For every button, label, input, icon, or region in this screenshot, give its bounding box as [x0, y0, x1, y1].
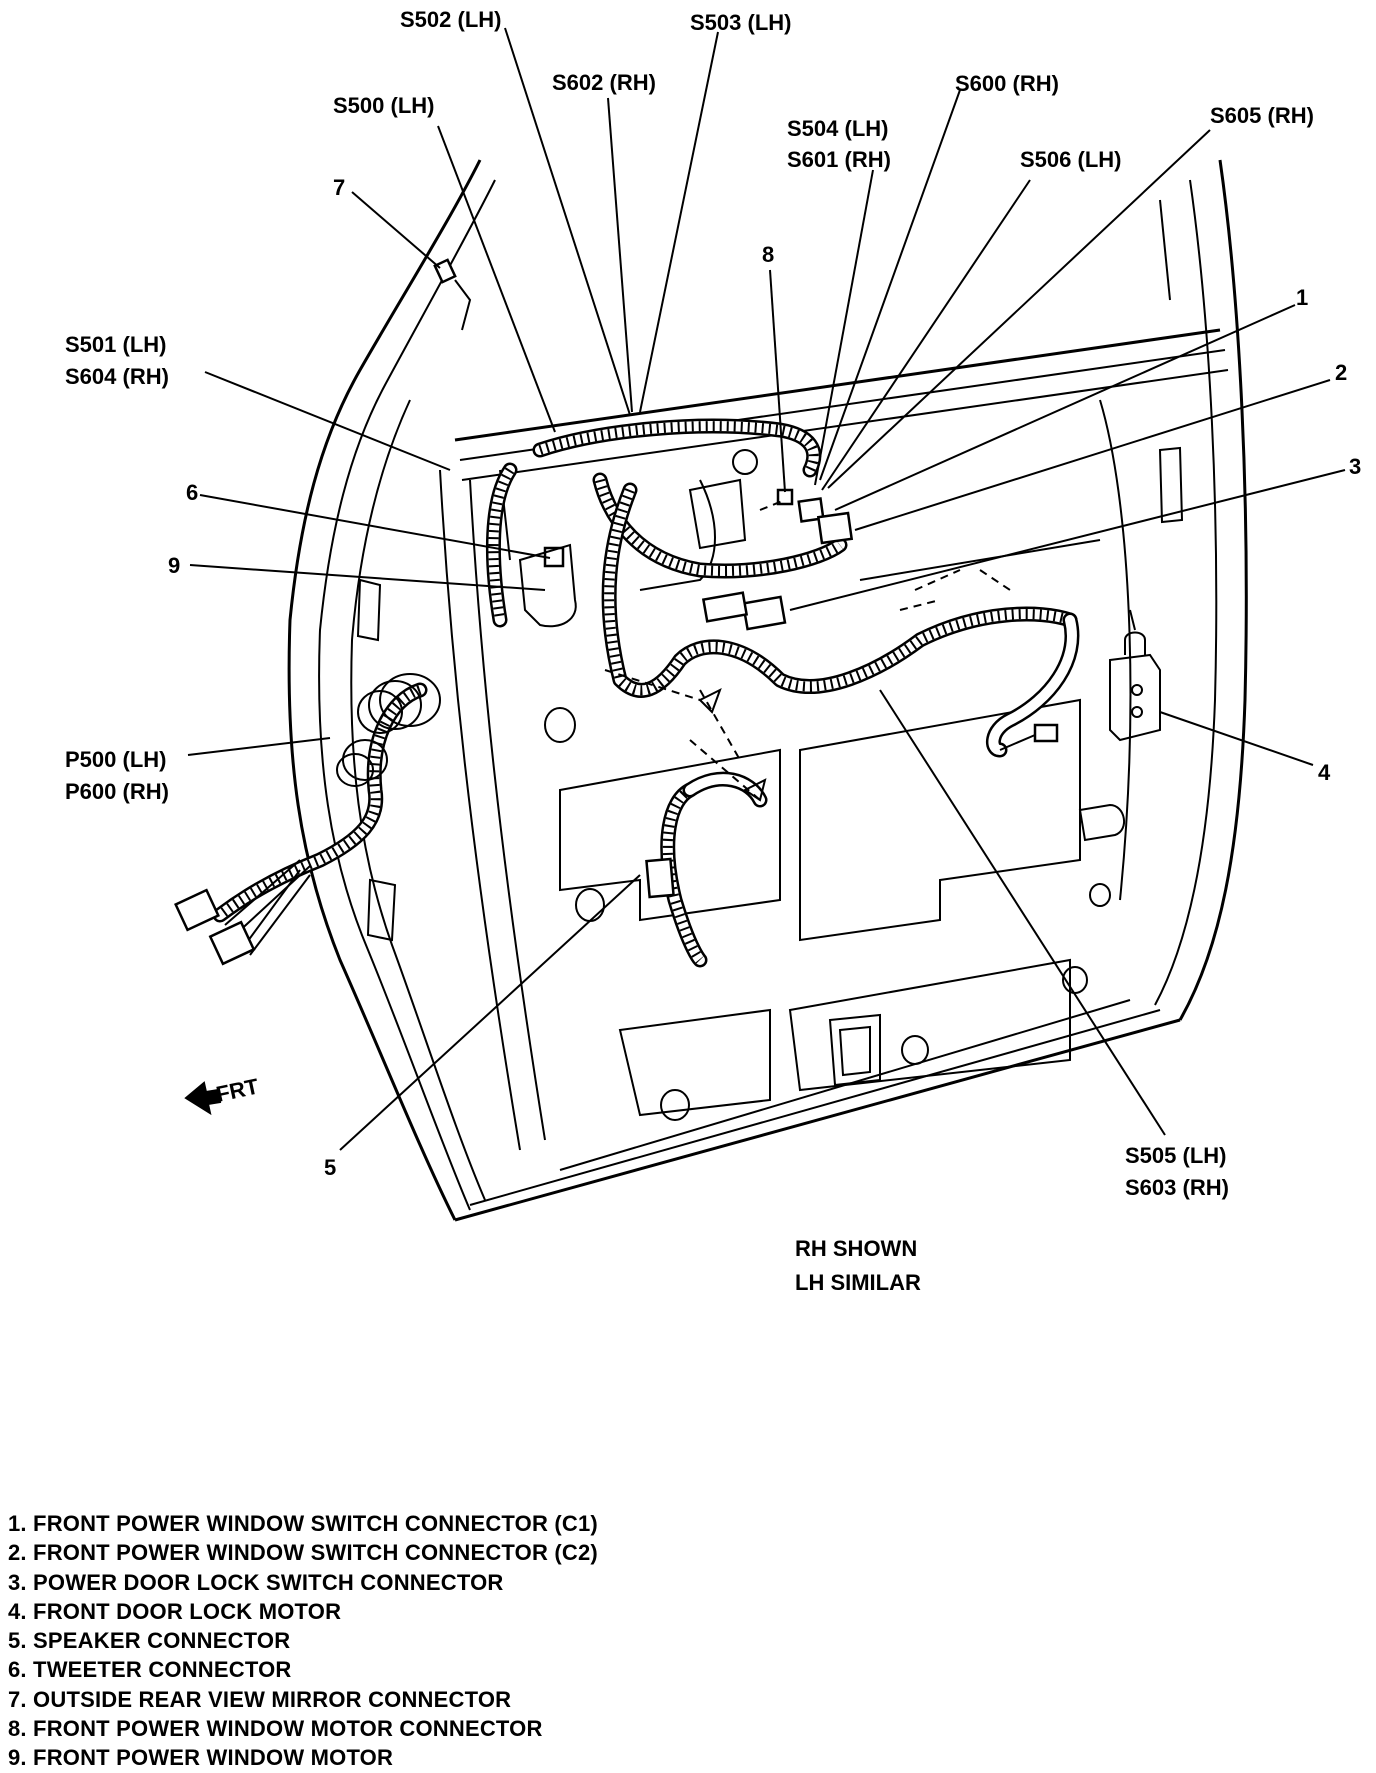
label-s502-lh: S502 (LH) — [400, 7, 501, 32]
label-s501-lh: S501 (LH) — [65, 332, 166, 357]
connector-3 — [741, 595, 787, 631]
door-lock-motor-4 — [1109, 653, 1161, 742]
note-rh-shown: RH SHOWN — [795, 1236, 917, 1261]
connector-p600-b — [208, 920, 256, 966]
connector-1 — [797, 497, 825, 523]
front-direction-indicator: FRT — [184, 1073, 262, 1116]
callout-labels: S502 (LH) S503 (LH) S602 (RH) S600 (RH) … — [65, 7, 1361, 1295]
label-s600-rh: S600 (RH) — [955, 71, 1059, 96]
label-5: 5 — [324, 1155, 336, 1180]
connector-2 — [816, 511, 854, 545]
door-structure — [287, 159, 1248, 1222]
label-3: 3 — [1349, 454, 1361, 479]
legend-item-6: 6. TWEETER CONNECTOR — [8, 1657, 292, 1683]
legend-item-4: 4. FRONT DOOR LOCK MOTOR — [8, 1598, 342, 1624]
label-p500-lh: P500 (LH) — [65, 747, 166, 772]
legend-item-5: 5. SPEAKER CONNECTOR — [8, 1628, 291, 1654]
connector-7 — [433, 258, 457, 284]
components — [174, 258, 1161, 966]
legend-item-2: 2. FRONT POWER WINDOW SWITCH CONNECTOR (… — [8, 1540, 598, 1566]
label-p600-rh: P600 (RH) — [65, 779, 169, 804]
legend-item-7: 7. OUTSIDE REAR VIEW MIRROR CONNECTOR — [8, 1686, 512, 1712]
label-s505-lh: S505 (LH) — [1125, 1143, 1226, 1168]
label-7: 7 — [333, 175, 345, 200]
label-s500-lh: S500 (LH) — [333, 93, 434, 118]
window-motor-9 — [518, 543, 577, 628]
front-arrow-icon — [184, 1081, 222, 1116]
legend: 1. FRONT POWER WINDOW SWITCH CONNECTOR (… — [8, 1509, 908, 1773]
leader-lines — [187, 27, 1346, 1151]
label-9: 9 — [168, 553, 180, 578]
connector-p600-a — [174, 888, 220, 932]
frt-label: FRT — [214, 1073, 262, 1106]
label-2: 2 — [1335, 360, 1347, 385]
label-6: 6 — [186, 480, 198, 505]
label-8: 8 — [762, 242, 774, 267]
label-s605-rh: S605 (RH) — [1210, 103, 1314, 128]
label-s506-lh: S506 (LH) — [1020, 147, 1121, 172]
legend-item-9: 9. FRONT POWER WINDOW MOTOR — [8, 1745, 394, 1771]
label-s603-rh: S603 (RH) — [1125, 1175, 1229, 1200]
legend-item-1: 1. FRONT POWER WINDOW SWITCH CONNECTOR (… — [8, 1511, 598, 1536]
label-s503-lh: S503 (LH) — [690, 10, 791, 35]
label-s602-rh: S602 (RH) — [552, 70, 656, 95]
note-lh-similar: LH SIMILAR — [795, 1270, 921, 1295]
connector-5 — [645, 857, 675, 899]
label-s604-rh: S604 (RH) — [65, 364, 169, 389]
label-1: 1 — [1296, 285, 1308, 310]
legend-item-3: 3. POWER DOOR LOCK SWITCH CONNECTOR — [8, 1569, 504, 1595]
legend-item-8: 8. FRONT POWER WINDOW MOTOR CONNECTOR — [8, 1716, 543, 1742]
label-s504-lh: S504 (LH) — [787, 116, 888, 141]
label-s601-rh: S601 (RH) — [787, 147, 891, 172]
label-4: 4 — [1318, 760, 1331, 785]
